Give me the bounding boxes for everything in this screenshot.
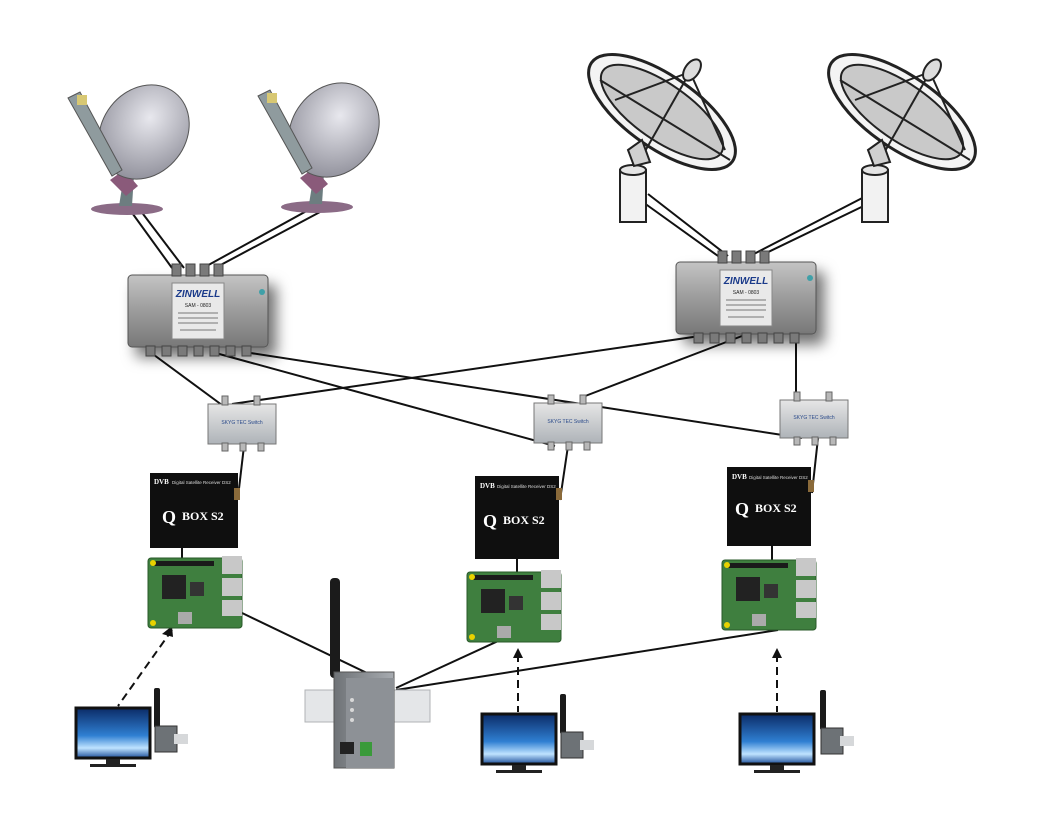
wireless-gateway <box>305 578 430 768</box>
receiver-1-header: Digital Satellite Receiver DS2 <box>172 480 231 485</box>
tv-1 <box>76 708 150 767</box>
small-dish-1 <box>68 67 208 215</box>
mini-router-2 <box>560 694 594 758</box>
receiver-3-logo: DVB <box>732 473 747 481</box>
splitter-1-label: SKYG TEC Switch <box>221 420 263 426</box>
splitter-3: SKYG TEC Switch <box>780 392 848 445</box>
receiver-2-logo: DVB <box>480 482 495 490</box>
multiswitch-right-brand: ZINWELL <box>723 276 768 287</box>
receiver-3: DVB Digital Satellite Receiver DS2 Q BOX… <box>727 467 814 546</box>
splitter-2-label: SKYG TEC Switch <box>547 419 589 425</box>
receiver-1-q: Q <box>162 507 176 527</box>
receiver-2-name: BOX S2 <box>503 513 545 527</box>
receiver-3-name: BOX S2 <box>755 501 797 515</box>
mini-router-3 <box>820 690 854 754</box>
raspberry-pi-2 <box>467 570 561 642</box>
tv-2 <box>482 714 556 773</box>
mini-router-1 <box>154 688 188 752</box>
receiver-2-header: Digital Satellite Receiver DS2 <box>497 484 556 489</box>
multiswitch-right-model: SAM - 0803 <box>733 290 760 296</box>
receiver-2: DVB Digital Satellite Receiver DS2 Q BOX… <box>475 476 562 559</box>
receiver-1-logo: DVB <box>154 478 169 486</box>
raspberry-pi-3 <box>722 558 816 630</box>
tv-3 <box>740 714 814 773</box>
receiver-3-header: Digital Satellite Receiver DS2 <box>749 475 808 480</box>
receiver-2-q: Q <box>483 511 497 531</box>
receiver-3-q: Q <box>735 499 749 519</box>
large-dish-1 <box>571 33 753 222</box>
receiver-1-name: BOX S2 <box>182 509 224 523</box>
splitter-2: SKYG TEC Switch <box>534 395 602 450</box>
small-dish-2 <box>258 65 398 213</box>
multiswitch-left: ZINWELL SAM - 0803 <box>128 264 268 356</box>
receiver-1: DVB Digital Satellite Receiver DS2 Q BOX… <box>150 473 240 548</box>
large-dish-2 <box>811 33 993 222</box>
raspberry-pi-1 <box>148 556 242 628</box>
splitter-1: SKYG TEC Switch <box>208 396 276 451</box>
splitter-3-label: SKYG TEC Switch <box>793 415 835 421</box>
multiswitch-left-brand: ZINWELL <box>175 289 220 300</box>
multiswitch-left-model: SAM - 0803 <box>185 303 212 309</box>
multiswitch-right: ZINWELL SAM - 0803 <box>676 251 816 343</box>
